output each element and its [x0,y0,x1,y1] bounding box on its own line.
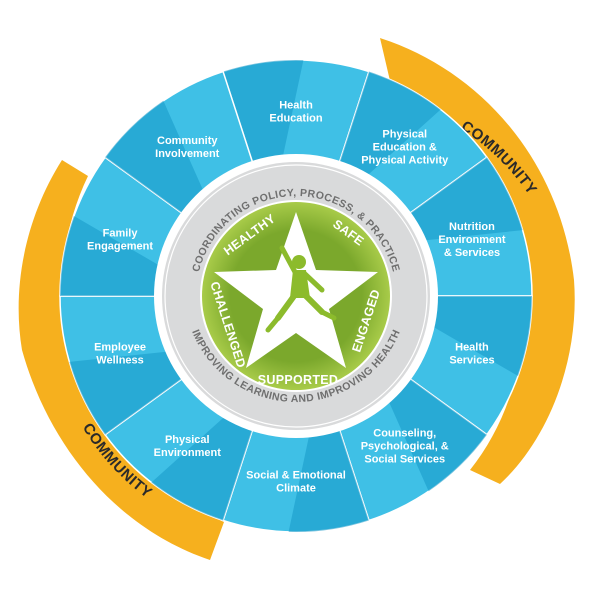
community-arrow-bottom [18,160,224,560]
component-label-line: Involvement [155,148,220,160]
jumping-child-icon [265,245,337,333]
component-label-line: Climate [276,483,316,495]
component-label-line: Physical Activity [361,154,449,166]
segment-shade [105,100,204,214]
component-label-counseling: Counseling,Psychological, &Social Servic… [361,428,449,466]
component-label-line: Counseling, [373,428,436,440]
segment-shade [288,429,369,532]
community-arrow-top [380,38,575,484]
segment-shade [69,351,183,435]
component-label-line: Environment [438,234,506,246]
component-label-line: Services [449,355,494,367]
component-label-line: Employee [94,342,146,354]
component-label-line: Environment [154,447,222,459]
component-label-line: Education & [373,141,437,153]
tenet-supported: SUPPORTED [258,373,339,387]
segment-shade [223,60,304,163]
component-label-line: Health [279,100,313,112]
component-label-line: Psychological, & [361,441,449,453]
component-label-line: Social & Emotional [246,470,346,482]
component-label-line: Health [455,342,489,354]
component-label-line: & Services [444,247,500,259]
component-label-line: Nutrition [449,221,495,233]
segment-shade [151,416,253,521]
segment-shade [60,216,160,296]
component-label-line: Community [157,135,218,147]
component-label-line: Physical [382,128,427,140]
component-label-line: Education [269,113,322,125]
component-label-line: Family [103,227,139,239]
tenets-circle: HEALTHY SAFE ENGAGED SUPPORTED CHALLENGE… [202,202,390,390]
component-label-line: Social Services [364,454,445,466]
segment-shade [432,296,532,376]
component-label-line: Wellness [96,355,144,367]
segment-shade [388,378,487,492]
component-label-line: Engagement [87,240,153,252]
segment-shade [339,71,441,176]
component-label-line: Physical [165,434,210,446]
segment-shade [409,157,523,241]
